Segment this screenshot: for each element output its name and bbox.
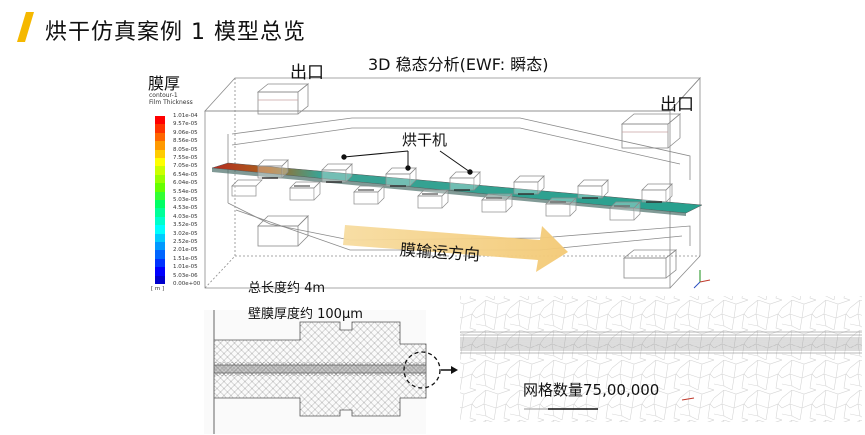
legend-color-swatch — [155, 149, 165, 159]
analysis-subtitle: 3D 稳态分析(EWF: 瞬态) — [368, 55, 549, 74]
dryer-label: 烘干机 — [402, 131, 448, 149]
legend-tick-label: 9.57e-05 — [173, 121, 198, 128]
legend-color-swatch — [155, 242, 165, 251]
outlet-label-left: 出口 — [290, 63, 324, 83]
legend-color-swatch — [155, 132, 165, 142]
legend-color-swatch — [155, 208, 165, 218]
legend-caption-line: Film Thickness — [149, 99, 193, 106]
legend-color-swatch — [155, 200, 165, 209]
title-accent-bar — [17, 12, 34, 42]
legend-tick-label: 4.53e-05 — [173, 205, 198, 212]
legend-color-swatch — [155, 166, 165, 176]
legend-color-swatch — [155, 216, 165, 226]
flow-direction-arrow — [343, 225, 568, 272]
legend-color-swatch — [155, 124, 165, 134]
legend-title: 膜厚 — [148, 74, 181, 93]
total-length-label: 总长度约 4m — [248, 281, 326, 296]
page-title: 烘干仿真案例 1 模型总览 — [45, 20, 306, 45]
legend-tick-label: 3.52e-05 — [173, 222, 198, 229]
zoom-circle — [403, 351, 441, 389]
legend-color-swatch — [155, 225, 165, 235]
legend-color-swatch — [155, 267, 165, 277]
legend-tick-label: 1.51e-05 — [173, 255, 198, 262]
legend-tick-label: 5.03e-06 — [173, 272, 198, 279]
legend-tick-label: 2.52e-05 — [173, 239, 198, 245]
legend-tick-label: 7.05e-05 — [173, 163, 198, 170]
legend-tick-label: 2.01e-05 — [173, 247, 198, 254]
outlet-label-right: 出口 — [660, 95, 694, 115]
legend-color-swatch — [155, 275, 165, 285]
legend-tick-label: 0.00e+00 — [173, 281, 201, 287]
outlet-box-left — [256, 83, 310, 115]
legend-caption-line: contour-1 — [149, 92, 178, 99]
legend-color-bar — [155, 116, 165, 285]
legend-color-swatch — [155, 116, 165, 125]
legend-tick-label: 3.02e-05 — [173, 230, 198, 237]
legend-color-swatch — [155, 183, 165, 193]
legend-tick-label: 7.55e-05 — [173, 155, 198, 161]
legend-color-swatch — [155, 258, 165, 268]
mesh-count-label: 网格数量75,00,000 — [523, 381, 660, 399]
legend-color-swatch — [155, 233, 165, 243]
legend-color-swatch — [155, 174, 165, 184]
legend-caption: contour-1 Film Thickness — [149, 92, 193, 106]
legend-tick-label: 1.01e-05 — [173, 264, 198, 271]
legend-tick-label: 6.04e-05 — [173, 180, 198, 187]
mesh-detail-view — [460, 296, 862, 422]
outlet-box-right — [620, 113, 682, 149]
legend-color-swatch — [155, 250, 165, 260]
legend-tick-label: 4.03e-05 — [173, 213, 198, 220]
legend-tick-label: 5.03e-05 — [173, 197, 198, 203]
upper-nozzle-row — [257, 159, 673, 203]
wall-thickness-label: 壁膜厚度约 100μm — [248, 307, 363, 322]
legend-tick-label: 8.05e-05 — [173, 146, 198, 153]
legend-tick-label: 5.54e-05 — [173, 188, 198, 195]
legend-color-swatch — [155, 158, 165, 167]
legend-tick-label: 1.01e-04 — [173, 113, 198, 119]
dryer-callout-lines — [341, 150, 473, 175]
inlet-box-lower-right — [622, 249, 678, 279]
legend-color-swatch — [155, 191, 165, 201]
axis-triad-icon — [693, 270, 711, 289]
legend-unit: [ m ] — [151, 286, 165, 292]
lower-nozzle-row — [231, 179, 641, 221]
mesh-cross-section — [204, 310, 427, 434]
legend-tick-label: 9.06e-05 — [173, 129, 198, 136]
inlet-box-lower-left — [257, 215, 309, 247]
legend-color-swatch — [155, 141, 165, 151]
legend-tick-label: 6.54e-05 — [173, 171, 198, 178]
legend-tick-label: 8.56e-05 — [173, 138, 198, 145]
